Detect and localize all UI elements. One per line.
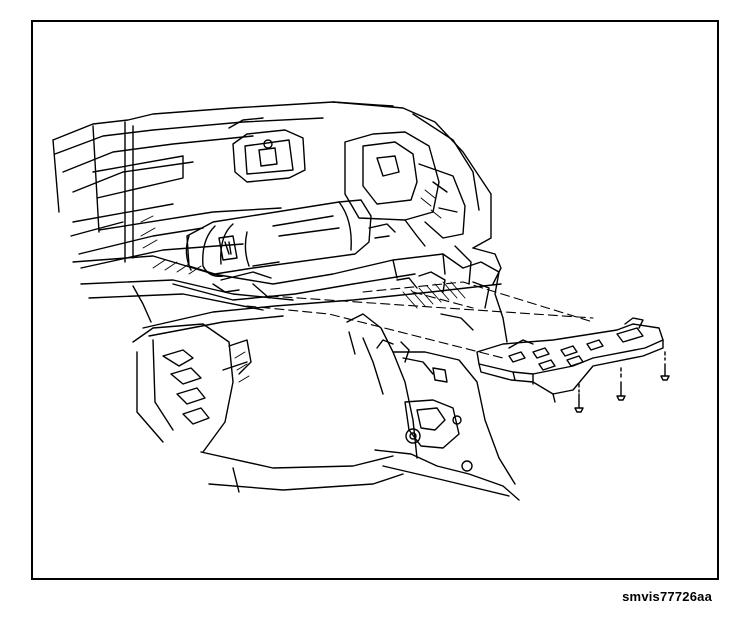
fastener-bolt — [660, 351, 670, 381]
upper-body-rails — [52, 101, 394, 269]
figure-caption: smvis77726aa — [622, 589, 712, 604]
vehicle-rear-structure-diagram — [52, 101, 670, 501]
shading-hatch — [140, 189, 466, 383]
rear-body-panel — [346, 313, 520, 501]
projection-lines — [246, 281, 594, 359]
fastener-bolt — [574, 383, 584, 413]
right-pillar-structure — [332, 101, 502, 285]
left-upper-bracket — [228, 117, 306, 183]
illustration-frame — [31, 20, 719, 580]
floor-crossmember — [72, 253, 502, 337]
left-quarter-panel — [132, 323, 404, 493]
skid-plate — [476, 317, 664, 403]
right-lower-structure — [396, 261, 508, 343]
fasteners — [574, 351, 670, 413]
fastener-bolt — [616, 367, 626, 401]
